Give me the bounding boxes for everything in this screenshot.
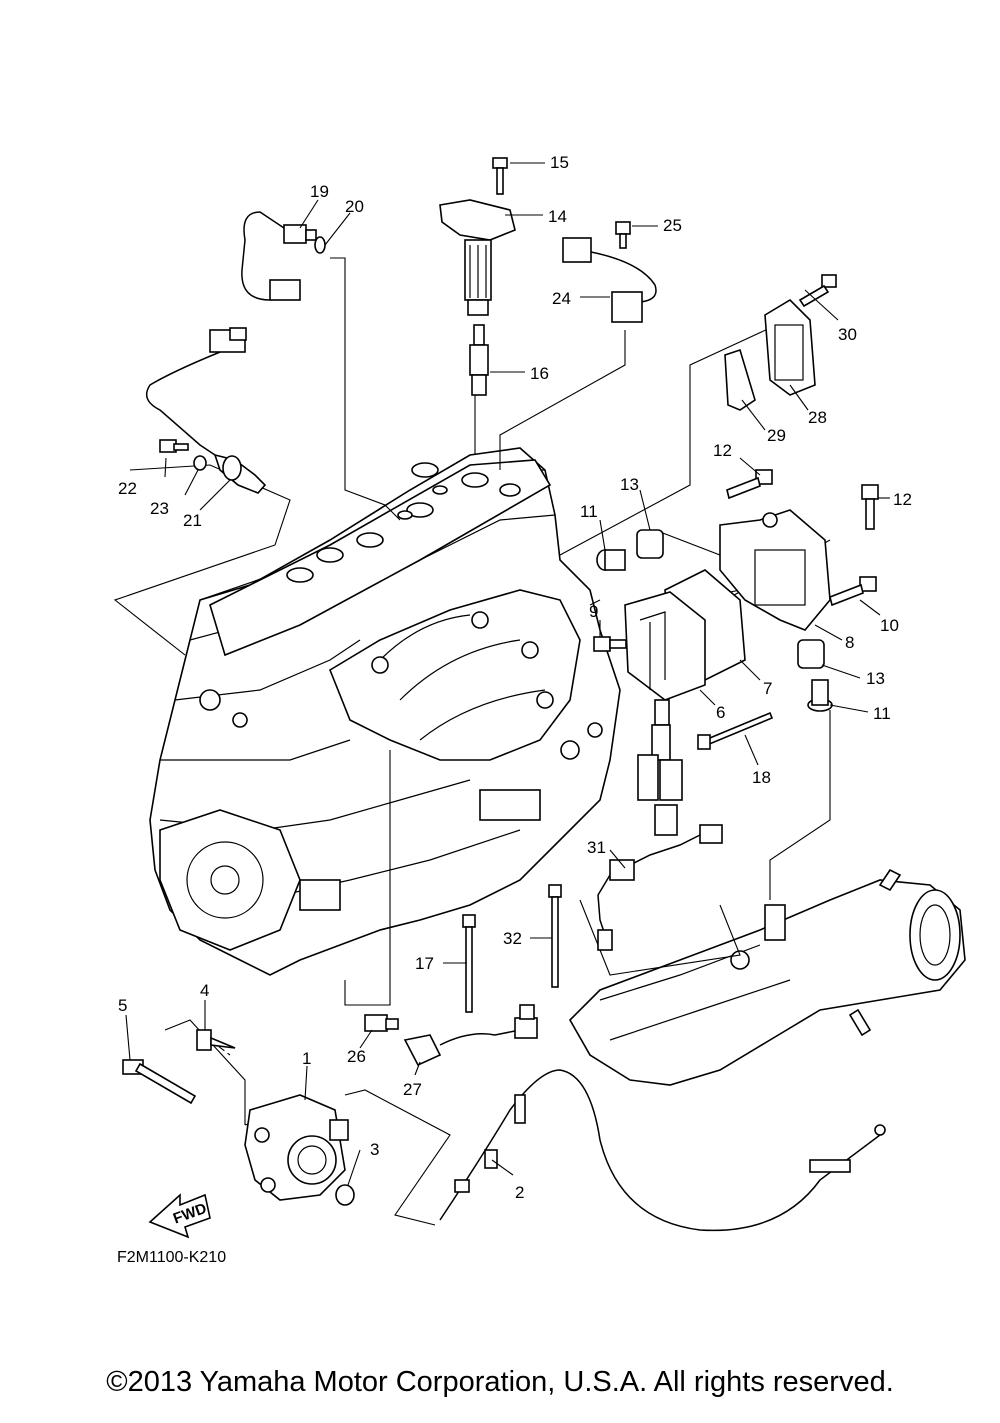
callout-20: 20 xyxy=(345,197,364,216)
part-12-bolt-a xyxy=(726,469,773,500)
spark-plug-holes xyxy=(286,462,521,583)
callout-21: 21 xyxy=(183,511,202,530)
part-32-cable-tie xyxy=(548,884,562,988)
callout-7: 7 xyxy=(763,679,772,698)
callout-24: 24 xyxy=(552,289,571,308)
diagram-code: F2M1100-K210 xyxy=(117,1249,226,1266)
callout-31: 31 xyxy=(587,838,606,857)
part-22-bolt xyxy=(159,439,189,453)
callout-1: 1 xyxy=(302,1049,311,1068)
exhaust-manifold xyxy=(569,868,966,1086)
part-27-sensor xyxy=(403,1004,538,1067)
part-21-sensor xyxy=(145,327,267,494)
callout-30: 30 xyxy=(838,325,857,344)
callout-labels: 15 14 16 25 24 19 20 22 23 21 30 28 29 1… xyxy=(118,153,912,1202)
callout-11a: 11 xyxy=(580,502,598,521)
part-5-screw xyxy=(122,1059,197,1105)
callout-4: 4 xyxy=(200,981,209,1000)
callout-28: 28 xyxy=(808,408,827,427)
callout-15: 15 xyxy=(550,153,569,172)
part-29-gasket xyxy=(724,348,756,411)
callout-9: 9 xyxy=(589,602,598,621)
copyright-notice: ©2013 Yamaha Motor Corporation, U.S.A. A… xyxy=(106,1366,894,1398)
callout-12b: 12 xyxy=(893,490,912,509)
callout-6: 6 xyxy=(716,703,725,722)
part-11-collar-b xyxy=(807,679,833,712)
part-26-sensor xyxy=(364,1014,399,1032)
callout-22: 22 xyxy=(118,479,137,498)
engine-block xyxy=(149,447,621,976)
part-28-plate xyxy=(764,298,816,396)
callout-32: 32 xyxy=(503,929,522,948)
part-16-spark-plug xyxy=(469,324,489,396)
callout-18: 18 xyxy=(752,768,771,787)
fwd-arrow-icon: FWD xyxy=(148,1193,211,1239)
callout-14: 14 xyxy=(548,207,567,226)
callout-19: 19 xyxy=(310,182,329,201)
callout-11b: 11 xyxy=(873,704,891,723)
part-25-bolt xyxy=(615,221,631,249)
part-20-washer xyxy=(314,236,326,254)
part-3-nut xyxy=(335,1184,355,1206)
callout-16: 16 xyxy=(530,364,549,383)
part-4-bolt xyxy=(196,1029,236,1051)
part-9-bolt xyxy=(593,636,627,652)
part-14-ignition-coil xyxy=(439,199,516,316)
callout-12a: 12 xyxy=(713,441,732,460)
part-2-throttle-cable xyxy=(439,1069,886,1232)
callout-13b: 13 xyxy=(866,669,885,688)
part-1-throttle-body xyxy=(244,1094,349,1201)
part-18-cable-tie xyxy=(697,711,774,750)
part-31-sensor xyxy=(597,824,723,951)
part-24-sensor xyxy=(562,237,657,323)
part-8-bracket xyxy=(719,509,831,631)
part-30-bolt xyxy=(798,274,837,308)
callout-26: 26 xyxy=(347,1047,366,1066)
callout-8: 8 xyxy=(845,633,854,652)
callout-3: 3 xyxy=(370,1140,379,1159)
callout-25: 25 xyxy=(663,216,682,235)
part-19-temp-sensor xyxy=(241,211,317,301)
part-15-bolt xyxy=(492,157,508,195)
callout-29: 29 xyxy=(767,426,786,445)
part-11-collar-a xyxy=(596,549,626,571)
callout-13a: 13 xyxy=(620,475,639,494)
part-13-grommet-b xyxy=(797,639,825,669)
callout-5: 5 xyxy=(118,996,127,1015)
part-23-washer xyxy=(193,455,207,471)
part-12-bolt-b xyxy=(861,484,879,530)
callout-27: 27 xyxy=(403,1080,422,1099)
callout-23: 23 xyxy=(150,499,169,518)
part-10-bolt xyxy=(829,576,877,607)
callout-17: 17 xyxy=(415,954,434,973)
part-13-grommet-a xyxy=(636,529,664,559)
part-17-cable-tie xyxy=(462,914,476,1013)
callout-10: 10 xyxy=(880,616,899,635)
callout-2: 2 xyxy=(515,1183,524,1202)
part-6-control-module xyxy=(624,591,706,836)
